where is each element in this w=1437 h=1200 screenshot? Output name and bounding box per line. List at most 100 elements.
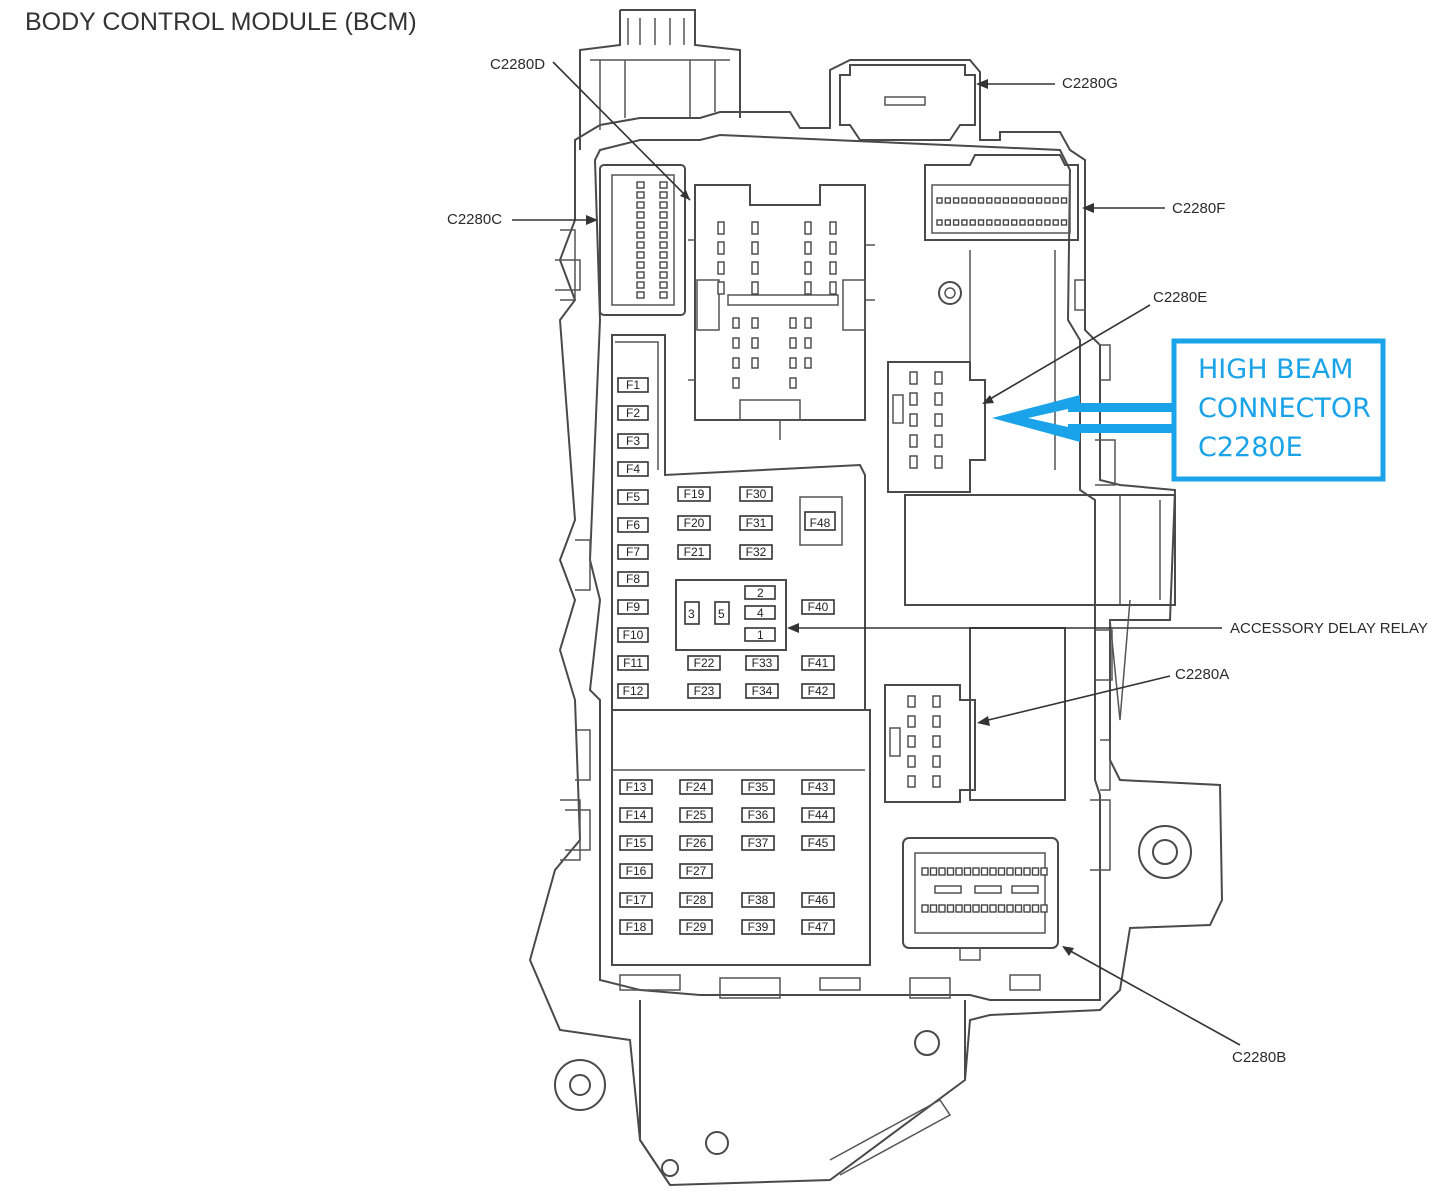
label-c2280a: C2280A: [1175, 666, 1229, 683]
connector-pin: [921, 904, 929, 913]
fuse-label: F35: [748, 780, 769, 794]
connector-pin: [907, 755, 916, 768]
fuse-label: F41: [808, 656, 829, 670]
connector-pin: [659, 281, 668, 289]
fuse-box: [801, 835, 835, 851]
relay-terminal-5: 5: [718, 607, 725, 621]
connector-pin: [732, 357, 740, 369]
connector-pin: [732, 317, 740, 329]
connector-pin: [1011, 885, 1039, 894]
fuse: F22: [687, 655, 721, 671]
fuse: F29: [679, 919, 713, 935]
fuse-box: [741, 835, 775, 851]
connector-c2280g: [839, 64, 976, 141]
fuse-box: [617, 627, 649, 643]
fuse-label: F39: [748, 920, 769, 934]
connector-pin: [934, 885, 962, 894]
connector-pin: [829, 241, 837, 255]
fuse: F31: [739, 515, 773, 531]
connector-pin: [929, 867, 938, 876]
connector-pin: [659, 201, 668, 209]
connector-pin: [1035, 197, 1043, 204]
connector-pin: [1035, 219, 1043, 226]
connector-pin: [961, 219, 968, 226]
fuse-label: F27: [686, 864, 707, 878]
fuse-label: F37: [748, 836, 769, 850]
fuse-box: [745, 683, 779, 699]
fuse: F34: [745, 683, 779, 699]
connector-pin: [659, 231, 668, 239]
fuse-box: [687, 655, 721, 671]
connector-pin: [636, 271, 645, 279]
label-accessory-delay-relay: ACCESSORY DELAY RELAY: [1230, 620, 1428, 637]
connector-pin: [952, 219, 960, 226]
connector-pin: [932, 735, 941, 748]
connector-pin: [909, 392, 918, 406]
callouts: C2280D C2280G C2280C C2280F C2280E ACCES…: [447, 56, 1428, 1066]
fuse-box: [801, 599, 835, 615]
connector-pin: [1044, 219, 1051, 226]
connector-pin: [932, 715, 941, 728]
connector-pin: [997, 867, 1006, 876]
fuse-panel: [611, 334, 871, 966]
connector-pin: [969, 219, 976, 226]
fuse-box: [741, 919, 775, 935]
connector-pin: [1052, 219, 1059, 226]
connector-pin: [1002, 219, 1010, 226]
connector-c2280d: [688, 184, 875, 440]
connector-pin: [636, 231, 645, 239]
connector-pin: [659, 241, 668, 249]
fuse-label: F5: [626, 490, 640, 504]
label-c2280f: C2280F: [1172, 200, 1225, 217]
connector-pin: [909, 455, 918, 469]
connector-pin: [1031, 904, 1040, 913]
fuse-box: [679, 919, 713, 935]
fuse-box: [617, 433, 649, 449]
connector-pin: [907, 695, 916, 708]
connector-pin: [944, 219, 951, 226]
fuse-label: F20: [684, 516, 705, 530]
fuse: F5: [617, 489, 649, 505]
relay-terminal-2: 2: [757, 586, 764, 600]
fuse-label: F24: [686, 780, 707, 794]
connector-pin: [1014, 904, 1023, 913]
fuse: F36: [741, 807, 775, 823]
fuse: F27: [679, 863, 713, 879]
connector-pin: [977, 219, 985, 226]
connector-pin: [934, 392, 943, 406]
fuse: F33: [745, 655, 779, 671]
connector-pin: [938, 904, 946, 913]
fuse-label: F38: [748, 893, 769, 907]
connector-pin: [804, 357, 812, 369]
connector-c2280c: [599, 164, 686, 316]
connector-pin: [986, 219, 993, 226]
connector-pin: [909, 434, 918, 448]
connector-pin: [751, 221, 759, 235]
fuse-box: [619, 807, 653, 823]
highlight-line-2: CONNECTOR: [1198, 393, 1371, 424]
connector-pin: [1052, 197, 1059, 204]
connector-pin: [732, 337, 740, 349]
connector-pin: [789, 337, 797, 349]
fuse-box: [741, 892, 775, 908]
connector-pin: [907, 715, 916, 728]
fuse-box: [745, 655, 779, 671]
fuse-label: F12: [623, 684, 644, 698]
highlight-arrow-icon: [992, 395, 1172, 442]
highlight-line-1: HIGH BEAM: [1198, 354, 1353, 385]
fuse: F24: [679, 779, 713, 795]
fuse: F38: [741, 892, 775, 908]
fuse-label: F36: [748, 808, 769, 822]
fuse: F12: [617, 683, 649, 699]
connector-pin: [932, 775, 941, 788]
fuse: F3: [617, 433, 649, 449]
connector-pin: [717, 261, 725, 275]
fuse-label: F21: [684, 545, 705, 559]
connector-pin: [994, 197, 1001, 204]
fuse-label: F28: [686, 893, 707, 907]
fuse-box: [801, 683, 835, 699]
connector-pin: [636, 181, 645, 189]
fuse-box: [801, 807, 835, 823]
connector-pin: [659, 261, 668, 269]
